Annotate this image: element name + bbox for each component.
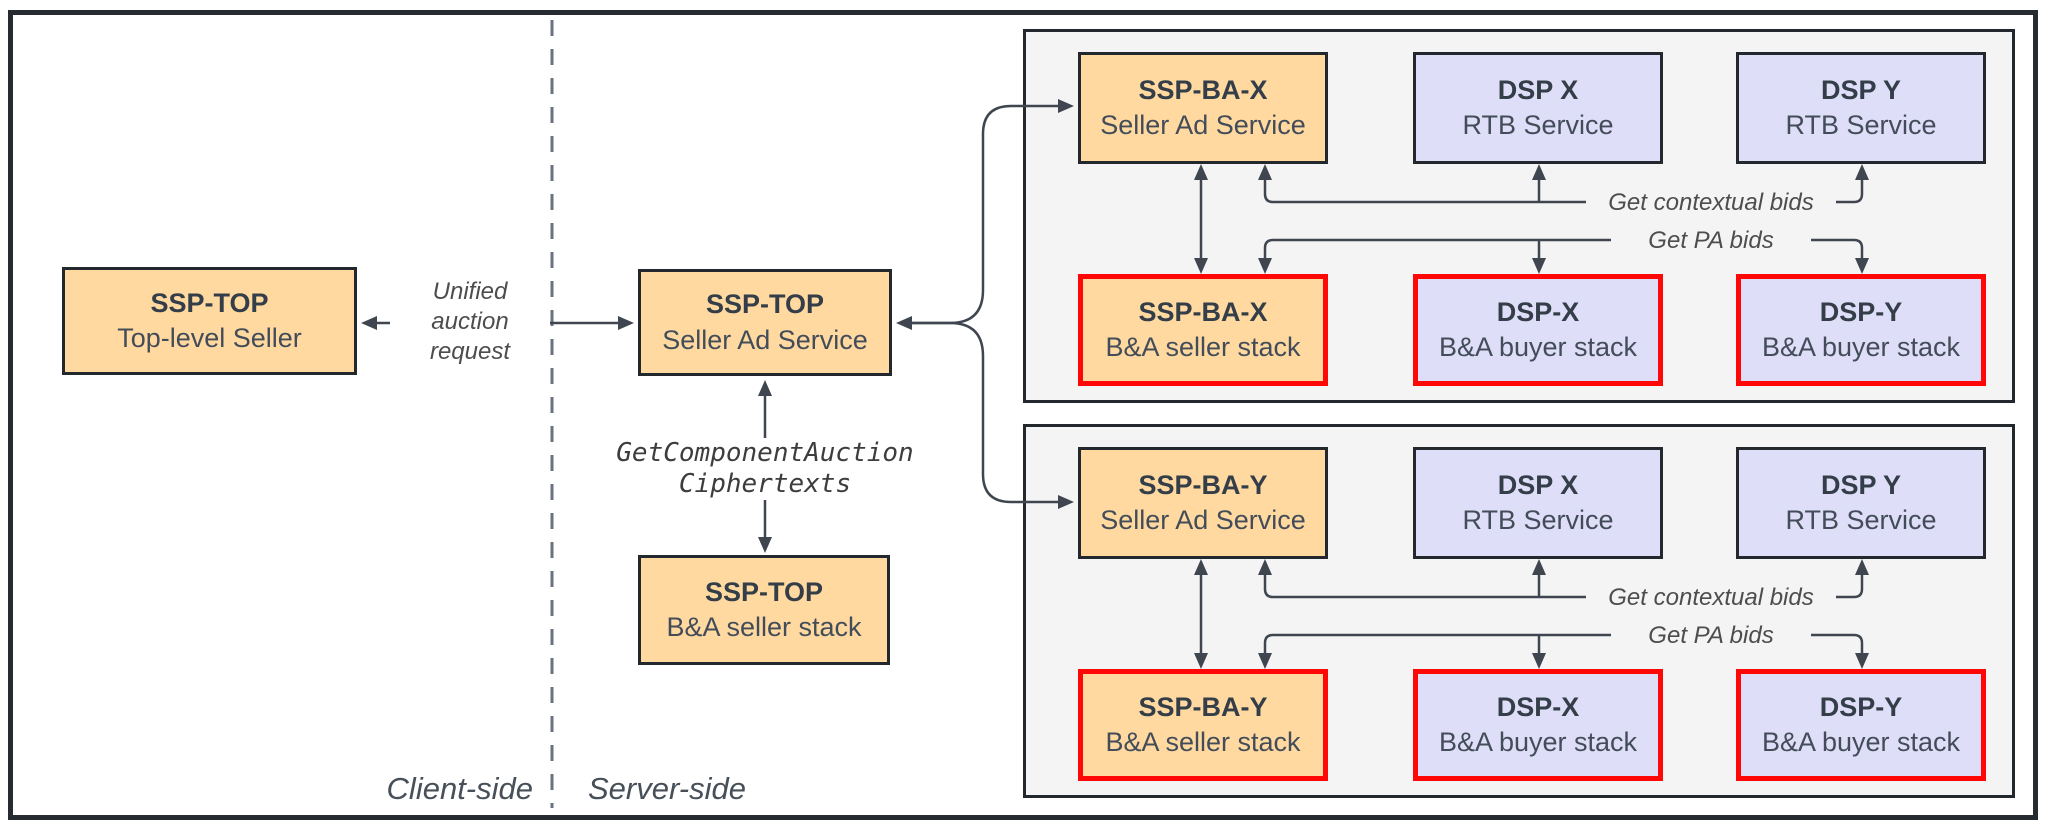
node-dsp-y-rtb-service: DSP Y RTB Service — [1736, 447, 1986, 559]
node-subtitle: RTB Service — [1785, 505, 1937, 535]
label-unified-auction-request: Unified auction request — [390, 277, 550, 367]
label-get-component-auction-ciphertexts: GetComponentAuction Ciphertexts — [595, 438, 935, 500]
node-subtitle: RTB Service — [1462, 110, 1614, 140]
panel-ssp-ba-y: SSP-BA-Y Seller Ad Service DSP X RTB Ser… — [1023, 424, 2015, 798]
node-subtitle: B&A seller stack — [1105, 332, 1301, 362]
node-ssp-ba-y-ba-seller-stack: SSP-BA-Y B&A seller stack — [1078, 669, 1328, 781]
node-dsp-x-rtb-service: DSP X RTB Service — [1413, 447, 1663, 559]
label-client-side: Client-side — [386, 771, 533, 806]
node-title: SSP-BA-X — [1138, 74, 1268, 105]
label-line: Ciphertexts — [678, 469, 852, 499]
node-ssp-top-seller-ad-service: SSP-TOP Seller Ad Service — [638, 269, 892, 376]
label-line: Unified — [432, 278, 508, 305]
node-title: DSP X — [1497, 469, 1579, 500]
panel-ssp-ba-x: SSP-BA-X Seller Ad Service DSP X RTB Ser… — [1023, 29, 2015, 403]
node-subtitle: Seller Ad Service — [1100, 110, 1306, 140]
node-title: DSP-Y — [1819, 296, 1903, 327]
panel-y-arrows — [1194, 559, 1869, 669]
node-title: DSP-Y — [1819, 691, 1903, 722]
node-ssp-ba-x-ba-seller-stack: SSP-BA-X B&A seller stack — [1078, 274, 1328, 386]
node-subtitle: RTB Service — [1462, 505, 1614, 535]
node-title: SSP-TOP — [704, 576, 824, 607]
node-subtitle: Top-level Seller — [117, 323, 302, 353]
label-get-pa-bids: Get PA bids — [1611, 226, 1811, 256]
node-title: SSP-TOP — [705, 289, 825, 320]
node-title: SSP-BA-Y — [1138, 691, 1268, 722]
node-title: DSP-X — [1496, 296, 1580, 327]
node-subtitle: B&A buyer stack — [1438, 332, 1638, 362]
node-subtitle: Seller Ad Service — [1100, 505, 1306, 535]
panel-x-arrows — [1194, 164, 1869, 274]
node-title: SSP-TOP — [150, 287, 269, 318]
node-dsp-y-rtb-service: DSP Y RTB Service — [1736, 52, 1986, 164]
label-get-contextual-bids: Get contextual bids — [1586, 583, 1836, 613]
node-dsp-x-ba-buyer-stack: DSP-X B&A buyer stack — [1413, 669, 1663, 781]
node-ssp-ba-x-seller-ad-service: SSP-BA-X Seller Ad Service — [1078, 52, 1328, 164]
node-dsp-x-ba-buyer-stack: DSP-X B&A buyer stack — [1413, 274, 1663, 386]
node-title: DSP Y — [1820, 74, 1902, 105]
label-line: auction — [431, 308, 509, 335]
node-title: SSP-BA-X — [1138, 296, 1268, 327]
node-dsp-y-ba-buyer-stack: DSP-Y B&A buyer stack — [1736, 669, 1986, 781]
node-title: SSP-BA-Y — [1138, 469, 1268, 500]
node-subtitle: B&A buyer stack — [1761, 332, 1961, 362]
label-get-pa-bids: Get PA bids — [1611, 621, 1811, 651]
node-subtitle: B&A buyer stack — [1438, 727, 1638, 757]
label-line: GetComponentAuction — [616, 438, 914, 468]
node-subtitle: Seller Ad Service — [662, 324, 868, 355]
node-subtitle: B&A buyer stack — [1761, 727, 1961, 757]
node-dsp-x-rtb-service: DSP X RTB Service — [1413, 52, 1663, 164]
node-dsp-y-ba-buyer-stack: DSP-Y B&A buyer stack — [1736, 274, 1986, 386]
label-line: request — [429, 338, 511, 365]
node-subtitle: B&A seller stack — [1105, 727, 1301, 757]
label-get-contextual-bids: Get contextual bids — [1586, 188, 1836, 218]
node-ssp-ba-y-seller-ad-service: SSP-BA-Y Seller Ad Service — [1078, 447, 1328, 559]
node-subtitle: RTB Service — [1785, 110, 1937, 140]
label-server-side: Server-side — [588, 771, 746, 806]
node-title: DSP Y — [1820, 469, 1902, 500]
node-title: DSP-X — [1496, 691, 1580, 722]
node-ssp-top-ba-seller-stack: SSP-TOP B&A seller stack — [638, 555, 890, 665]
node-title: DSP X — [1497, 74, 1579, 105]
node-subtitle: B&A seller stack — [666, 612, 862, 642]
node-ssp-top-top-level-seller: SSP-TOP Top-level Seller — [62, 267, 357, 375]
